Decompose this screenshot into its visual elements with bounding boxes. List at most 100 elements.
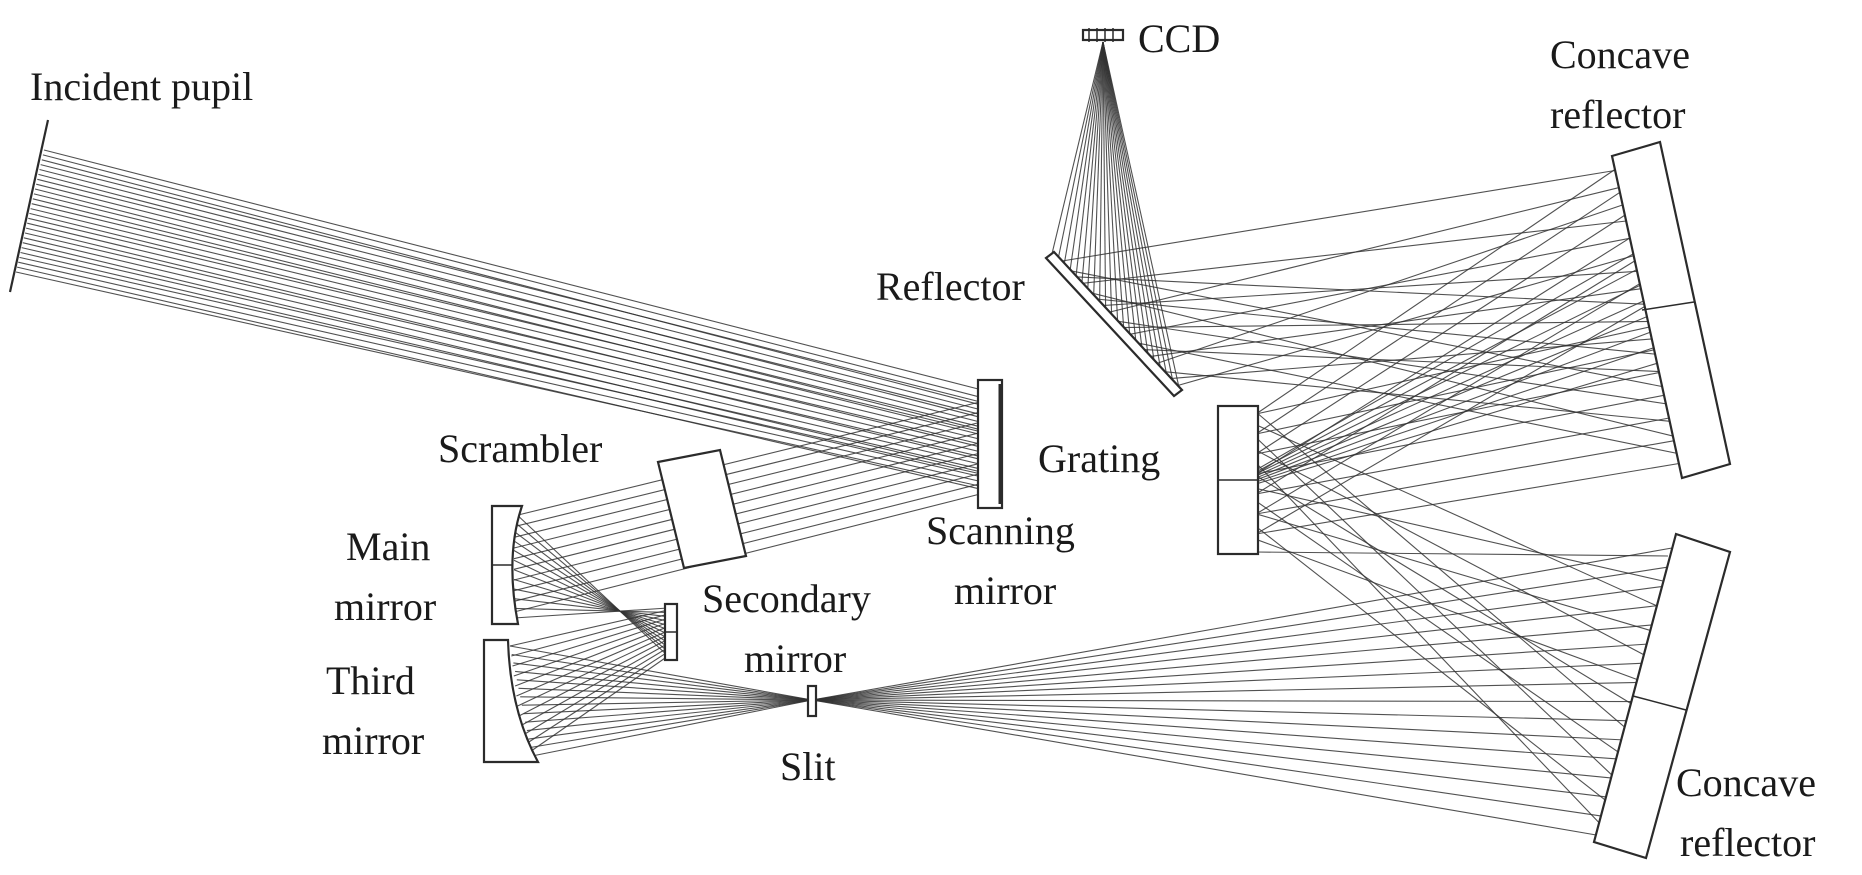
light-ray xyxy=(1049,41,1104,263)
light-ray xyxy=(1255,233,1636,475)
light-ray xyxy=(523,655,669,757)
concave-reflector-bottom-divider xyxy=(1632,695,1687,711)
light-ray xyxy=(1102,41,1169,380)
light-ray xyxy=(517,634,669,707)
light-ray xyxy=(528,699,813,740)
light-ray xyxy=(1077,219,1631,285)
light-ray xyxy=(1255,165,1621,415)
light-rays xyxy=(15,41,1691,837)
light-ray xyxy=(1255,312,1657,479)
label-slit: Slit xyxy=(780,744,836,789)
light-ray xyxy=(513,607,669,613)
label-secondary-mirror-line1: Secondary xyxy=(702,576,871,621)
label-main-mirror-line1: Main xyxy=(346,524,430,569)
reflector xyxy=(1044,250,1184,398)
light-ray xyxy=(512,617,669,667)
light-ray xyxy=(526,699,813,732)
light-ray xyxy=(513,521,669,653)
concave-reflector-top xyxy=(1610,140,1732,480)
light-ray xyxy=(38,173,991,421)
light-ray xyxy=(1055,169,1619,263)
label-scanning-mirror-line2: mirror xyxy=(954,568,1056,613)
label-main-mirror-line2: mirror xyxy=(334,584,436,629)
light-ray xyxy=(21,247,991,472)
light-ray xyxy=(522,651,669,747)
light-ray xyxy=(1084,290,1686,440)
light-ray xyxy=(811,643,1649,701)
light-ray xyxy=(1086,41,1104,300)
light-ray xyxy=(1255,256,1642,495)
light-ray xyxy=(511,653,813,701)
light-ray xyxy=(1255,500,1624,756)
label-concave-reflector-top-line1: Concave xyxy=(1550,32,1690,77)
light-ray xyxy=(1074,41,1104,287)
light-ray xyxy=(1255,538,1640,682)
light-ray xyxy=(1102,41,1156,368)
light-ray xyxy=(1255,188,1626,435)
light-ray xyxy=(1255,249,1641,471)
light-ray xyxy=(1098,41,1104,312)
light-ray xyxy=(1255,487,1663,582)
light-ray xyxy=(513,440,989,560)
light-ray xyxy=(1102,41,1132,343)
light-ray xyxy=(811,605,1659,701)
label-reflector: Reflector xyxy=(876,264,1025,309)
light-ray xyxy=(811,699,1635,703)
light-ray xyxy=(811,699,1617,779)
label-incident-pupil: Incident pupil xyxy=(30,64,253,109)
light-ray xyxy=(513,481,989,602)
label-scanning-mirror-line1: Scanning xyxy=(926,508,1075,553)
light-ray xyxy=(1102,41,1181,393)
label-concave-reflector-bottom-line2: reflector xyxy=(1680,820,1815,865)
light-ray xyxy=(518,638,669,717)
light-ray xyxy=(513,511,669,657)
light-ray xyxy=(523,699,813,715)
light-ray xyxy=(1102,41,1162,374)
light-ray xyxy=(1080,41,1104,294)
light-ray xyxy=(1070,276,1652,306)
light-ray xyxy=(1062,268,1674,390)
light-ray xyxy=(18,261,991,485)
light-ray xyxy=(530,699,813,749)
light-ray xyxy=(1119,320,1657,329)
light-ray xyxy=(1102,41,1125,337)
ccd-detector xyxy=(1081,28,1125,42)
light-ray xyxy=(518,687,813,701)
light-ray xyxy=(811,585,1663,701)
light-ray xyxy=(24,232,991,460)
light-ray xyxy=(1055,41,1104,269)
light-ray xyxy=(1102,41,1175,386)
light-ray xyxy=(513,559,669,635)
light-ray xyxy=(509,609,669,647)
light-ray xyxy=(31,203,991,435)
light-ray xyxy=(41,159,991,408)
light-ray xyxy=(1105,186,1623,314)
scanning-mirror xyxy=(976,378,1004,510)
light-ray xyxy=(1255,462,1607,831)
light-ray xyxy=(511,613,669,657)
light-ray xyxy=(1255,302,1652,535)
light-ray xyxy=(28,217,991,447)
light-ray xyxy=(1255,265,1645,473)
light-ray xyxy=(513,419,989,538)
light-ray xyxy=(1147,287,1648,358)
light-ray xyxy=(1255,359,1669,485)
light-ray xyxy=(516,679,813,701)
light-ray xyxy=(1255,513,1652,632)
light-ray xyxy=(1102,41,1113,324)
light-ray xyxy=(20,251,991,480)
light-ray xyxy=(513,409,989,528)
incident-pupil xyxy=(8,119,50,293)
light-ray xyxy=(1255,328,1661,481)
light-ray xyxy=(811,699,1631,722)
light-ray xyxy=(22,242,991,475)
light-ray xyxy=(1255,526,1612,806)
light-ray xyxy=(1091,297,1665,356)
light-ray xyxy=(811,699,1612,799)
light-ray xyxy=(1102,41,1138,349)
light-ray xyxy=(1255,343,1665,483)
light-ray xyxy=(1098,270,1644,307)
light-ray xyxy=(513,460,989,581)
light-ray xyxy=(513,430,989,549)
light-ray xyxy=(1126,236,1636,336)
